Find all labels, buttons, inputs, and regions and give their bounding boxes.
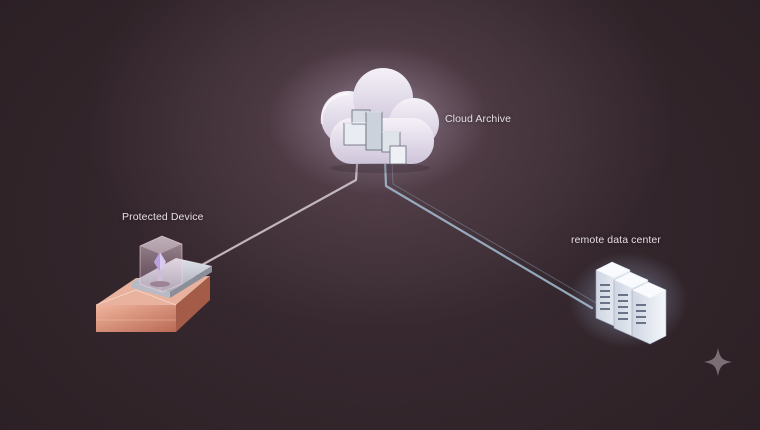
server-rack-icon: [568, 252, 688, 348]
remote-data-center-label: remote data center: [571, 234, 661, 246]
server-unit-3: [631, 281, 667, 345]
cloud-icon: [268, 45, 488, 195]
protected-device-label: Protected Device: [122, 211, 204, 223]
cloud-archive-label: Cloud Archive: [445, 113, 512, 125]
protected-device-icon: [95, 235, 212, 332]
sparkle-icon: [704, 348, 732, 376]
